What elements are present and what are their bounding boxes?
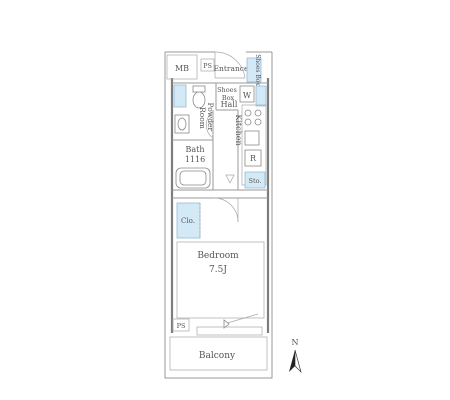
shoes-box-hall: Shoes Box Hall (217, 86, 239, 109)
washbasin-icon (174, 114, 190, 134)
interior-walls (172, 82, 268, 199)
balcony: Balcony (169, 336, 268, 371)
hall-label: Hall (221, 100, 238, 109)
bath: Bath 1116 (175, 145, 211, 189)
powder-room-label: Powder Room (198, 103, 215, 134)
sink-icon (244, 130, 260, 146)
shoes-box-top-label: Shoes Box (254, 54, 261, 86)
compass-label: N (292, 338, 299, 347)
storage-sto: Sto. (244, 171, 266, 189)
balcony-label: Balcony (199, 351, 236, 361)
bath-label: Bath (185, 145, 204, 154)
ps-top: PS (200, 58, 215, 72)
compass-icon: N (289, 338, 302, 374)
bedroom-size-label: 7.5J (209, 265, 227, 275)
entrance-label: Entrance (214, 64, 249, 73)
ps-bottom: PS (172, 318, 190, 332)
mb-label: MB (175, 64, 189, 73)
closet: Clo. (176, 202, 201, 239)
shoes-box-top: Shoes Box (246, 54, 262, 86)
kitchen: Kitchen R Sto. (234, 104, 267, 189)
shoes-box-hall-label: Shoes Box (217, 86, 239, 102)
powder-line-2: Room (198, 107, 207, 129)
bedroom-label: Bedroom (197, 251, 239, 261)
clo-label: Clo. (181, 217, 195, 225)
sto-label: Sto. (249, 177, 262, 185)
bedroom: Bedroom 7.5J (176, 241, 265, 319)
refrigerator-icon: R (244, 149, 262, 167)
ps-bottom-label: PS (177, 322, 186, 330)
powder-room: Powder Room (173, 84, 215, 139)
toilet-icon (192, 85, 206, 109)
bedroom-door (213, 174, 239, 223)
kitchen-label: Kitchen (234, 114, 243, 145)
entrance-door: Entrance (214, 51, 249, 79)
stove-icon (244, 109, 262, 126)
washing-machine: W (239, 85, 267, 107)
r-label: R (250, 154, 257, 163)
bath-size-label: 1116 (185, 155, 205, 164)
outer-walls (164, 51, 273, 379)
w-label: W (243, 91, 252, 100)
bathtub-icon (175, 167, 211, 189)
mb-closet: MB (166, 54, 198, 80)
powder-line-1: Powder (206, 103, 215, 132)
ps-top-label: PS (203, 62, 212, 70)
window (196, 313, 263, 336)
